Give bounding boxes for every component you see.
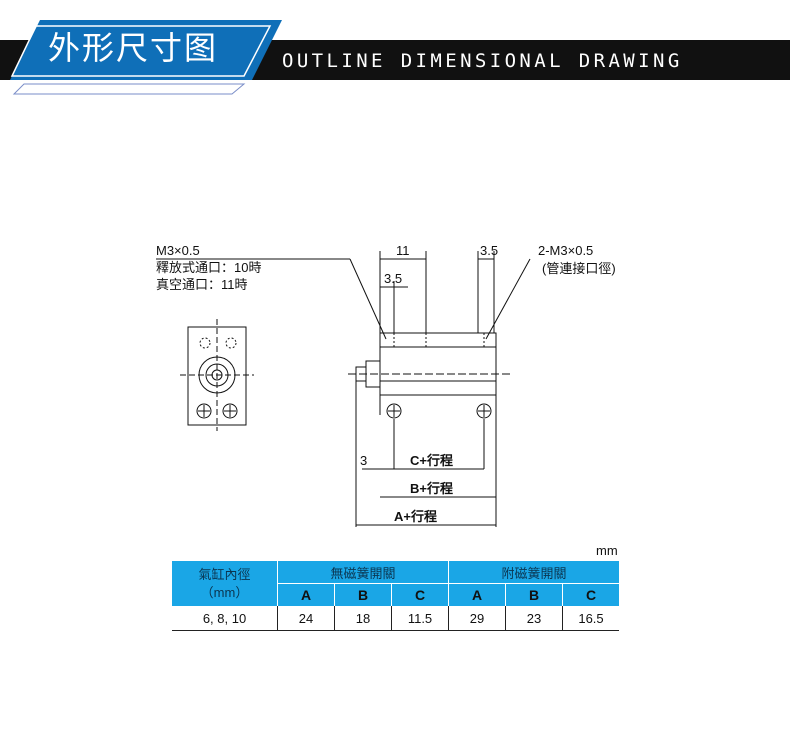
callout-right-line-1: 2-M3×0.5 xyxy=(538,243,593,258)
spec-table: 氣缸內徑 （mm） 無磁簧開關 附磁簧開關 A B C A B C 6, 8, … xyxy=(172,561,619,631)
dim-c-stroke: C+行程 xyxy=(410,453,453,468)
table-row: 6, 8, 10 24 18 11.5 29 23 16.5 xyxy=(172,606,619,631)
col-header-c-switch: C xyxy=(562,583,619,606)
unit-label: mm xyxy=(596,543,618,558)
col-header-b: B xyxy=(334,583,392,606)
callout-left-line-3: 真空通口：11時 xyxy=(156,277,248,292)
col-header-a: A xyxy=(277,583,335,606)
dim-3: 3 xyxy=(360,453,367,468)
col-header-a-switch: A xyxy=(448,583,506,606)
group-header-no-switch: 無磁簧開關 xyxy=(277,561,449,584)
side-view xyxy=(348,332,510,419)
dim-11: 11 xyxy=(396,243,410,258)
dim-b-stroke: B+行程 xyxy=(410,481,453,496)
end-view xyxy=(180,319,254,431)
title-box-shape xyxy=(10,20,282,95)
dimensional-drawing: M3×0.5 釋放式通口：10時 真空通口：11時 2-M3×0.5 (管連接口… xyxy=(156,243,616,527)
callout-left-line-1: M3×0.5 xyxy=(156,243,200,258)
callout-right-line-2: (管連接口徑) xyxy=(542,261,616,276)
group-header-with-switch: 附磁簧開關 xyxy=(448,561,619,584)
row-value-b-switch: 23 xyxy=(505,606,563,631)
row-value-c: 11.5 xyxy=(391,606,449,631)
dim-a-stroke: A+行程 xyxy=(394,509,437,524)
row-value-a: 24 xyxy=(277,606,335,631)
col-header-c: C xyxy=(391,583,449,606)
header-banner: 外形尺寸图 OUTLINE DIMENSIONAL DRAWING xyxy=(0,0,790,95)
bottom-dimensions xyxy=(355,381,497,527)
bore-header-line-1: 氣缸內徑 xyxy=(198,566,251,582)
callout-left-line-2: 釋放式通口：10時 xyxy=(156,260,261,275)
bore-header: 氣缸內徑 （mm） xyxy=(172,561,278,606)
title-english: OUTLINE DIMENSIONAL DRAWING xyxy=(282,50,683,72)
title-chinese: 外形尺寸图 xyxy=(48,29,219,67)
row-bore: 6, 8, 10 xyxy=(172,606,278,631)
dim-3-5-right: 3.5 xyxy=(480,243,498,258)
top-dimensions xyxy=(379,251,495,333)
row-value-a-switch: 29 xyxy=(448,606,506,631)
row-value-c-switch: 16.5 xyxy=(562,606,619,631)
col-header-b-switch: B xyxy=(505,583,563,606)
bore-header-line-2: （mm） xyxy=(200,584,249,600)
row-value-b: 18 xyxy=(334,606,392,631)
dim-3-5-left: 3.5 xyxy=(384,271,402,286)
